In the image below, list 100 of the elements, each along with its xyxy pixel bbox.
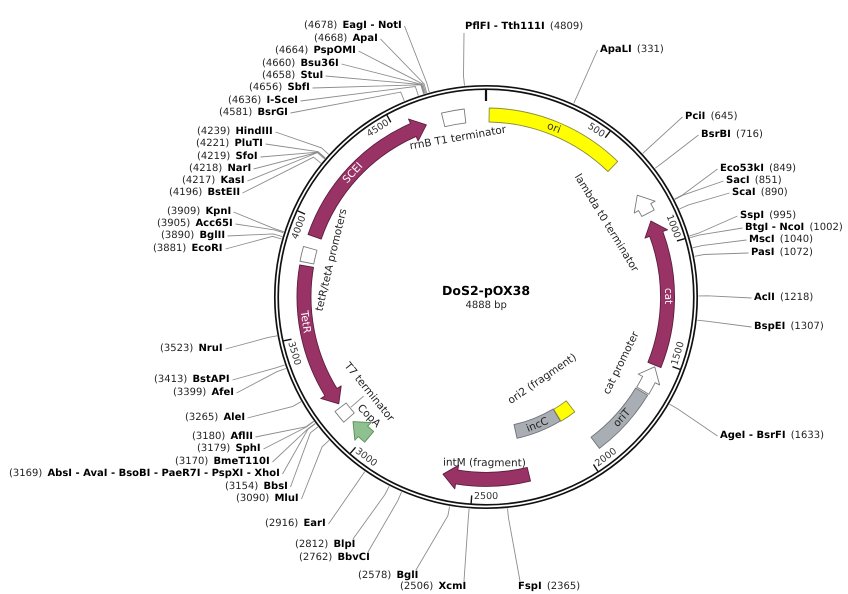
plasmid-name: DoS2-pOX38 bbox=[442, 284, 530, 298]
restriction-site-label: (2578) BglI bbox=[358, 570, 420, 582]
restriction-site-label: BspEI (1307) bbox=[752, 321, 824, 333]
restriction-site-label: FspI (2365) bbox=[516, 581, 580, 593]
leader-line bbox=[247, 152, 326, 182]
restriction-site-label: BtgI - NcoI (1002) bbox=[743, 222, 843, 234]
leader-line bbox=[272, 423, 316, 462]
tick-label: 3500 bbox=[286, 340, 303, 367]
plasmid-length: 4888 bp bbox=[466, 300, 507, 312]
feature-label: rrnB T1 terminator bbox=[408, 124, 508, 153]
restriction-site-label: (3905) Acc65I bbox=[157, 218, 235, 230]
leader-line bbox=[696, 320, 752, 328]
restriction-site-label: AclI (1218) bbox=[752, 292, 814, 304]
leader-line bbox=[275, 132, 330, 155]
tick-label: 2500 bbox=[474, 491, 498, 502]
leader-line bbox=[678, 192, 730, 210]
leader-line bbox=[380, 38, 428, 94]
leader-line bbox=[300, 86, 419, 102]
restriction-site-label: (4664) PspOMI bbox=[275, 45, 358, 57]
leader-line bbox=[328, 471, 366, 524]
leader-line bbox=[654, 134, 699, 169]
leader-line bbox=[350, 396, 364, 408]
leader-line bbox=[416, 506, 450, 570]
restriction-site-label: (3179) SphI bbox=[197, 443, 263, 455]
restriction-site-label: (3154) BbsI bbox=[225, 481, 290, 493]
restriction-site-label: (3170) BmeT110I bbox=[175, 456, 272, 468]
restriction-site-label: (3265) AleI bbox=[185, 412, 248, 424]
leader-line bbox=[692, 240, 747, 248]
leader-line bbox=[669, 404, 718, 436]
leader-line bbox=[694, 252, 749, 257]
restriction-site-label: (4219) SfoI bbox=[197, 151, 260, 163]
restriction-site-label: (4660) Bsu36I bbox=[262, 58, 341, 70]
restriction-site-label: MscI (1040) bbox=[747, 234, 813, 246]
feature-label: cat bbox=[662, 288, 674, 305]
leader-line bbox=[233, 212, 284, 232]
leader-line bbox=[263, 421, 314, 450]
leader-line bbox=[674, 180, 724, 200]
leader-line bbox=[463, 32, 465, 86]
leader-line bbox=[573, 50, 598, 104]
restriction-site-label: BsrBI (716) bbox=[699, 129, 763, 141]
restriction-site-label: PasI (1072) bbox=[749, 247, 813, 259]
leader-line bbox=[352, 486, 390, 540]
tick-label: 1000 bbox=[664, 214, 683, 240]
leader-line bbox=[242, 156, 322, 194]
leader-line bbox=[358, 50, 426, 94]
restriction-site-label: (4678) EagI - NotI bbox=[304, 20, 404, 32]
leader-line bbox=[282, 423, 316, 474]
restriction-site-label: (3413) BstAPI bbox=[154, 374, 232, 386]
restriction-site-label: (3169) AbsI - AvaI - BsoBI - PaeR7I - PspXI - XhoI bbox=[9, 468, 282, 480]
restriction-site-label: (3180) AflII bbox=[192, 431, 256, 443]
leader-line bbox=[227, 233, 283, 238]
leader-line bbox=[260, 152, 326, 159]
leader-line bbox=[247, 401, 302, 418]
leader-line bbox=[674, 168, 718, 200]
restriction-site-label: (2812) BlpI bbox=[295, 539, 358, 551]
restriction-site-label: (4217) KasI bbox=[182, 175, 247, 187]
restriction-site-label: ScaI (890) bbox=[730, 187, 788, 199]
restriction-site-label: (3881) EcoRI bbox=[153, 243, 224, 255]
leader-line bbox=[404, 26, 430, 93]
restriction-site-label: (2762) BbvCI bbox=[299, 552, 372, 564]
leader-line bbox=[290, 92, 405, 114]
leader-line bbox=[325, 76, 425, 94]
restriction-site-label: PflFI - Tth111I (4809) bbox=[463, 21, 584, 33]
tick-label: 4500 bbox=[364, 118, 392, 140]
leader-line bbox=[690, 228, 743, 238]
leader-line bbox=[368, 492, 402, 552]
restriction-site-label: (3090) MluI bbox=[236, 493, 301, 505]
leader-line bbox=[290, 426, 318, 488]
leader-line bbox=[464, 508, 470, 582]
leader-line bbox=[225, 335, 278, 350]
restriction-site-label: (4636) I-SceI bbox=[228, 95, 300, 107]
restriction-site-label: (4668) ApaI bbox=[314, 33, 380, 45]
restriction-site-label: AgeI - BsrFI (1633) bbox=[718, 430, 824, 442]
restriction-site-label: (4239) HindIII bbox=[197, 126, 275, 138]
restriction-site-label: Eco53kI (849) bbox=[718, 163, 796, 175]
restriction-site-label: (4581) BsrGI bbox=[219, 107, 290, 119]
restriction-site-label: (4656) SbfI bbox=[249, 82, 312, 94]
leader-line bbox=[225, 236, 282, 250]
restriction-site-label: SacI (851) bbox=[724, 175, 782, 187]
restriction-site-label: (3890) BglII bbox=[161, 230, 228, 242]
leader-line bbox=[301, 440, 330, 500]
leader-line bbox=[689, 216, 738, 236]
leader-line bbox=[507, 508, 520, 582]
restriction-site-label: (2916) EarI bbox=[265, 518, 328, 530]
restriction-site-label: (3399) AfeI bbox=[173, 387, 236, 399]
restriction-site-label: ApaLI (331) bbox=[598, 44, 664, 56]
feature-label: incC bbox=[524, 415, 550, 435]
leader-line bbox=[341, 64, 426, 94]
tick-label: 1500 bbox=[669, 340, 687, 366]
leader-line bbox=[232, 364, 286, 380]
restriction-site-label: (3909) KpnI bbox=[167, 206, 234, 218]
tick-label: 4000 bbox=[289, 214, 308, 240]
tick-label: 500 bbox=[586, 120, 608, 140]
restriction-site-label: (3523) NruI bbox=[160, 343, 225, 355]
feature-label: ori bbox=[545, 120, 563, 136]
feature-label: intM (fragment) bbox=[442, 456, 526, 470]
restriction-site-label: (4221) PluTI bbox=[196, 138, 265, 150]
leader-line bbox=[235, 224, 284, 234]
restriction-site-label: SspI (995) bbox=[738, 210, 796, 222]
leader-line bbox=[255, 420, 314, 438]
